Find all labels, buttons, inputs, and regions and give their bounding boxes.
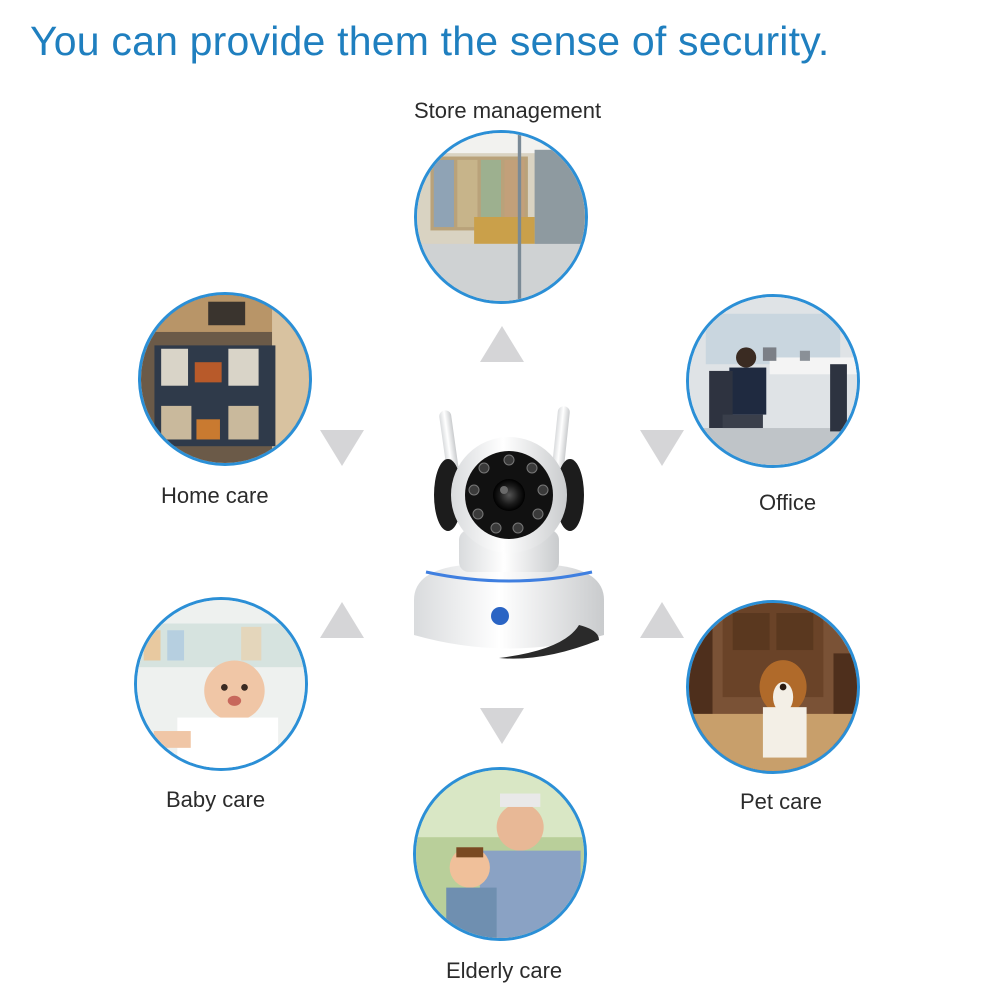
headline: You can provide them the sense of securi…: [30, 18, 830, 64]
label-elderly-care: Elderly care: [446, 958, 563, 983]
office-photo: [686, 294, 860, 468]
arrow-to-office: [640, 430, 684, 466]
arrow-to-elderly-care: [480, 708, 524, 744]
label-pet-care: Pet care: [740, 789, 822, 814]
elderly-care-photo: [413, 767, 587, 941]
store-management-photo: [414, 130, 588, 304]
arrow-to-pet-care: [640, 602, 684, 638]
arrow-to-store-management: [480, 326, 524, 362]
baby-care-photo: [134, 597, 308, 771]
label-baby-care: Baby care: [166, 787, 266, 812]
label-office: Office: [759, 490, 817, 515]
arrow-to-home-care: [320, 430, 364, 466]
arrow-to-baby-care: [320, 602, 364, 638]
pet-care-photo: [686, 600, 860, 774]
label-home-care: Home care: [161, 483, 269, 508]
label-store-management: Store management: [414, 98, 602, 123]
home-care-photo: [138, 292, 312, 466]
ip-camera-image: [404, 400, 614, 670]
